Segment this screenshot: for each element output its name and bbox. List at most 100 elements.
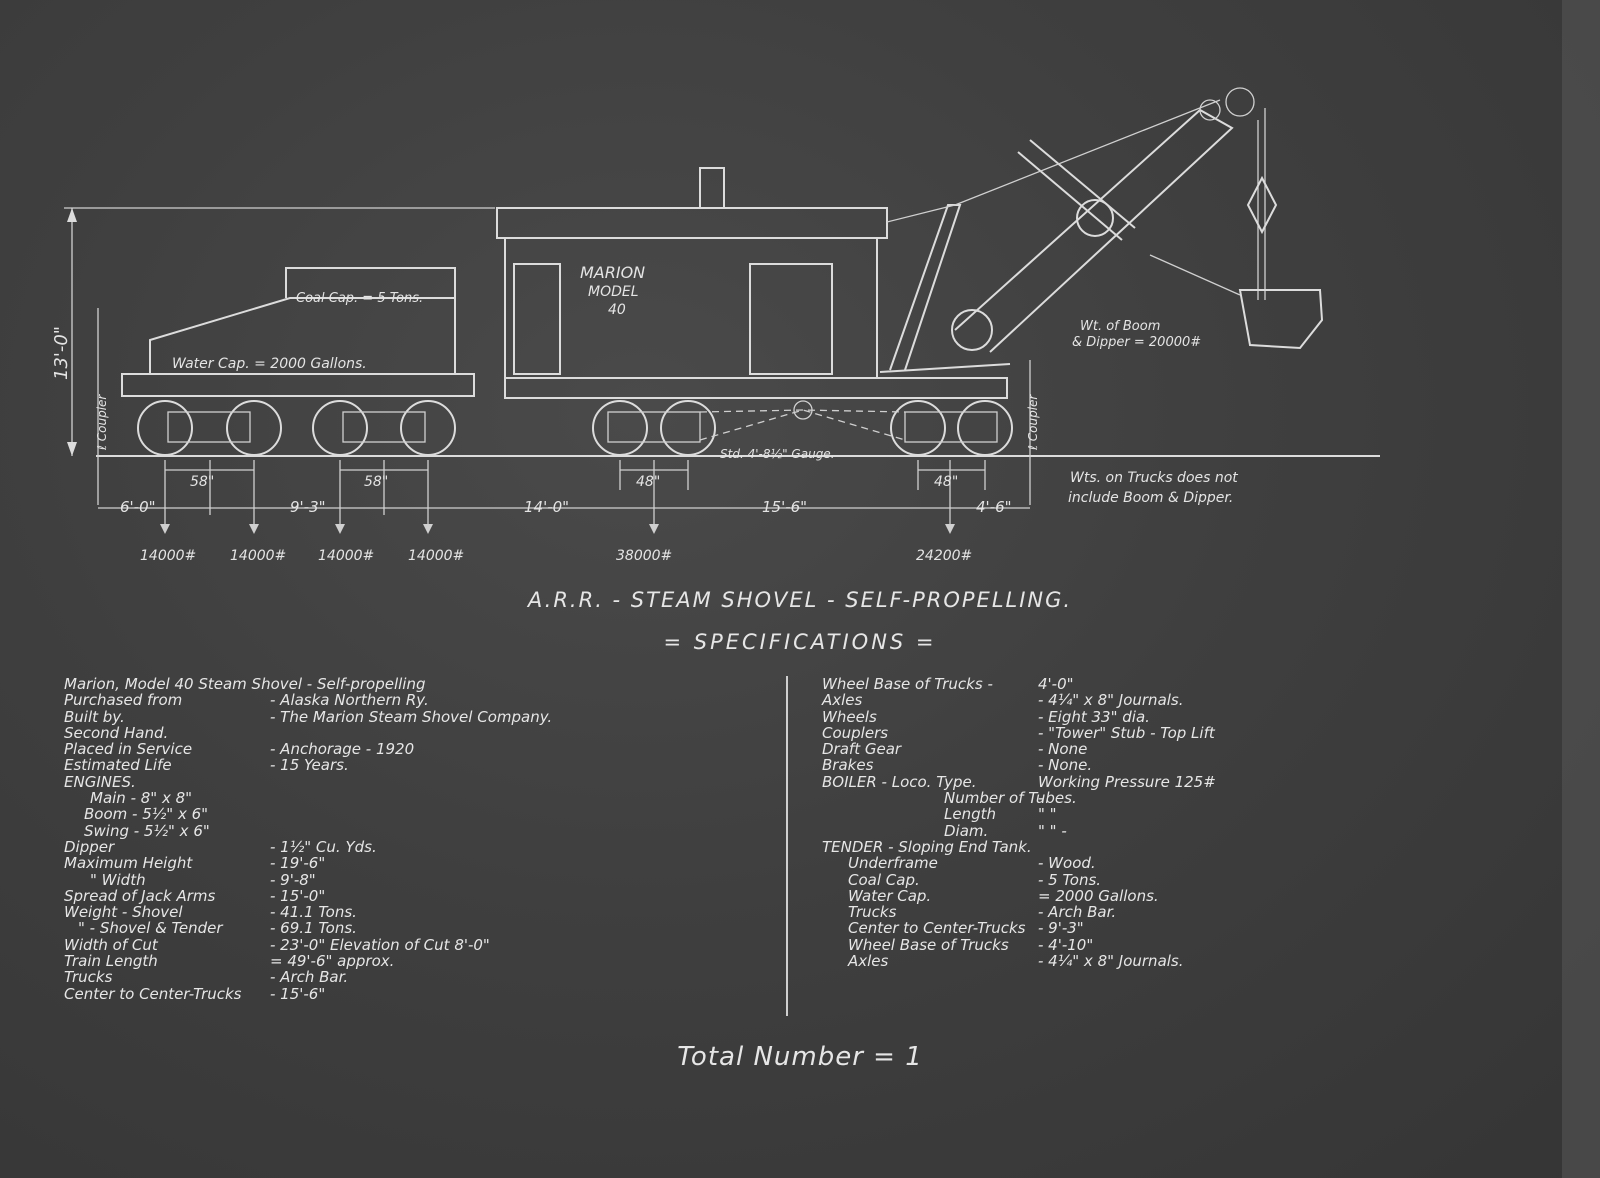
spec-row: BOILER - Loco. Type. Working Pressure 125… [822,772,1542,791]
spec-row: Length" " [822,806,1542,823]
spec-row: Spread of Jack Arms - 15'-0" [64,886,764,905]
spec-label: Trucks [64,968,113,987]
drawing-title: A.R.R. - STEAM SHOVEL - SELF-PROPELLING. [527,588,1073,612]
boom-assembly: Wt. of Boom & Dipper = 20000# [879,87,1324,373]
cab-window [749,263,833,375]
spec-label: Couplers [822,723,889,742]
spec-label: Center to Center-Trucks [64,984,242,1003]
spec-label: Axles [848,952,889,971]
boom-weight-label-1: Wt. of Boom [1080,319,1160,334]
shovel-car: MARION MODEL 40 [496,167,1008,399]
spec-label: Second Hand. [64,723,169,742]
spec-value: - Alaska Northern Ry. [270,691,429,710]
specifications-heading: = SPECIFICATIONS = [663,630,937,654]
spec-row: Trucks- Arch Bar. [822,903,1542,922]
spec-row: Boom - 5½" x 6" [64,805,764,824]
spec-value: - None [1038,740,1088,759]
cab-label-3: 40 [608,302,626,318]
spec-value: - Arch Bar. [270,968,349,987]
spec-label: TENDER - Sloping End Tank. [822,837,1032,856]
load-6: 24200# [916,548,972,564]
cab-label-2: MODEL [588,284,639,300]
arrow-up [67,208,77,222]
distance-2: 9'-3" [290,498,326,516]
spec-row: Draft Gear- None [822,740,1542,759]
spec-value: - 15 Years. [270,756,349,775]
coal-cap-label: Coal Cap. = 5 Tons. [296,291,423,306]
spec-label: Built by. [64,707,125,726]
spec-label: BOILER - Loco. Type. [822,772,977,791]
total-number: Total Number = 1 [677,1042,923,1072]
spec-value: - 4¼" x 8" Journals. [1038,952,1184,971]
steam-shovel-elevation: 13'-0" ℓ Coupler ℓ Coupler Coal Cap. = 5… [51,87,1380,564]
spec-value: Working Pressure 125# [1038,772,1216,791]
spec-value: = 2000 Gallons. [1038,886,1159,905]
column-divider [786,676,788,1016]
spec-label: Wheel Base of Trucks [848,935,1009,954]
spec-row: TENDER - Sloping End Tank. [822,837,1542,856]
spec-value: - 4¼" x 8" Journals. [1038,691,1184,710]
spec-label: Water Cap. [848,886,932,905]
spec-label: Maximum Height [64,854,193,873]
cab-door [513,263,561,375]
spec-row: Dipper- 1½" Cu. Yds. [64,837,764,856]
spec-row: Wheel Base of Trucks- 4'-10" [822,935,1542,954]
spec-label: Number of Tubes. [944,789,1077,808]
spec-label: Weight - Shovel [64,903,183,922]
spec-row: Couplers- "Tower" Stub - Top Lift [822,723,1542,742]
specs-right-column: Wheel Base of Trucks - 4'-0" Axles - 4¼" x … [822,675,1542,971]
spec-row: ENGINES. [64,772,764,791]
coupler-right-label: ℓ Coupler [1026,394,1040,451]
paper-edge [1562,0,1600,1178]
spec-value: - 5 Tons. [1038,870,1102,889]
height-dim-label: 13'-0" [51,326,72,380]
spec-value: 4'-0" [1038,675,1074,693]
spec-value: - Wood. [1038,854,1096,873]
spec-row: Diam." " - [822,822,1542,839]
spec-label: Brakes [822,756,874,775]
gauge-label: Std. 4'-8½" Gauge. [720,447,835,461]
spec-row: Second Hand. [64,723,764,742]
spec-row: Wheels- Eight 33" dia. [822,707,1542,726]
spec-row: Axles - 4¼" x 8" Journals. [822,952,1542,971]
spec-label: Swing - 5½" x 6" [84,821,210,840]
spec-value: - 9'-3" [1038,919,1084,938]
spec-row: Maximum Height - 19'-6" [64,854,764,873]
spec-row: Width of Cut- 23'-0" Elevation of Cut 8'… [64,935,764,954]
coupler-left-label: ℓ Coupler [95,394,109,451]
load-1: 14000# [140,548,196,564]
spec-row: Water Cap. = 2000 Gallons. [822,886,1542,905]
spec-label: Width of Cut [64,935,158,954]
spec-value: - Anchorage - 1920 [270,740,415,759]
spec-label: Marion, Model 40 Steam Shovel - Self-pro… [64,675,426,693]
cab-label-1: MARION [580,263,645,282]
spec-value: - [1038,789,1044,808]
spacing-1: 58" [190,474,214,490]
spec-row: Swing - 5½" x 6" [64,821,764,840]
spec-value: - 69.1 Tons. [270,919,357,938]
load-3: 14000# [318,548,374,564]
spec-value: - 19'-6" [270,854,326,873]
spec-label: Purchased from [64,691,183,710]
spec-value: - 1½" Cu. Yds. [270,837,377,856]
dimensions: 58" 58" 48" 48" 6'-0" 9'-3" 14'-0" 15'-6… [98,460,1030,564]
water-cap-label: Water Cap. = 2000 Gallons. [172,356,367,372]
spec-label: Estimated Life [64,756,172,775]
spec-row: Built by.- The Marion Steam Shovel Compa… [64,707,764,726]
spec-label: Placed in Service [64,740,193,759]
spec-label: Wheels [822,707,877,726]
spec-value: - 9'-8" [270,870,316,889]
spec-value: - Arch Bar. [1038,903,1117,922]
spacing-3: 48" [636,474,660,490]
spec-label: Main - 8" x 8" [90,789,193,808]
spec-row: Underframe- Wood. [822,854,1542,873]
tender: Coal Cap. = 5 Tons. Water Cap. = 2000 Ga… [121,267,475,397]
spec-row: Center to Center-Trucks- 9'-3" [822,919,1542,938]
spec-label: Boom - 5½" x 6" [84,805,209,824]
spec-value: - 15'-0" [270,886,326,905]
spec-row: Estimated Life - 15 Years. [64,756,764,775]
distance-4: 15'-6" [762,498,807,516]
spec-label: ENGINES. [64,772,136,791]
spec-label: Spread of Jack Arms [64,886,216,905]
